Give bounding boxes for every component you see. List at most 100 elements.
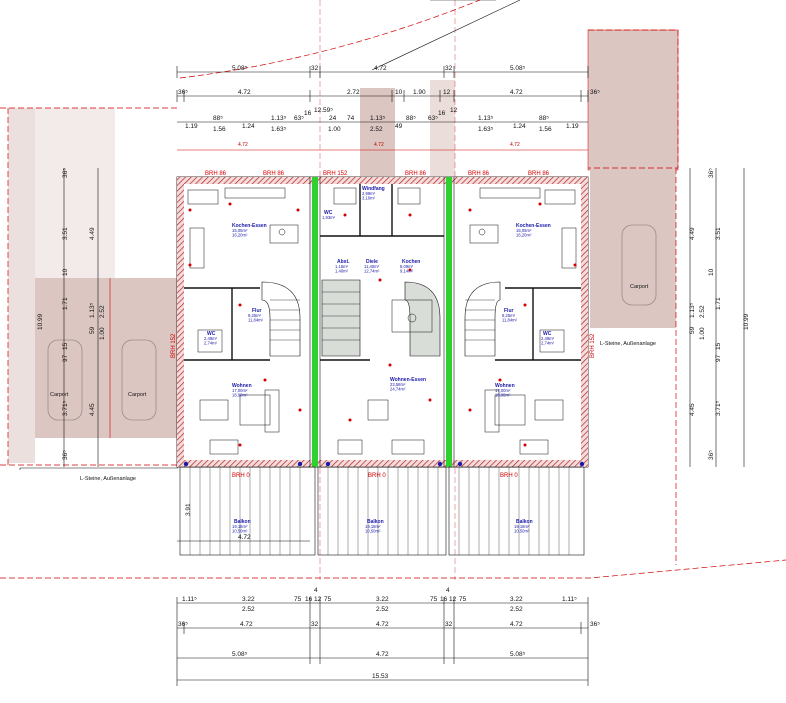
room-kochen-essen-l-sub: 16,20m² [232,233,248,238]
dim-top3-3: 1.13⁵ [271,115,287,122]
room-balkon-r-area: 19,18m² [514,524,530,529]
dim-top2-6: 4.72 [510,89,523,96]
dim-r-9: 1.00 [699,327,706,340]
bottom-dimension-lines [176,540,589,686]
room-balkon-l: Balkon [234,519,251,525]
dim-bot1-2: 75 [294,596,302,603]
room-wohnen-l: Wohnen [232,383,252,389]
dim-top2-0: 36⁵ [178,89,188,96]
room-wc-m: WC [324,210,333,216]
dim-l-7: 10.99 [37,313,44,330]
stair-mark-2: 4 [446,587,450,594]
dim-top3x-1: 12.59⁵ [314,107,333,114]
brh-side-2: BRH 152 [590,333,596,358]
dim-l-10: 15 [62,342,69,350]
dim-top3-6: 74 [347,115,355,122]
room-balkon-m: Balkon [367,519,384,525]
dim-bot1-8: 16 [440,596,448,603]
dim-r-11: 97 [715,354,722,362]
top-dimensions: 5.08⁵ 32 4.72 32 5.08⁵ 36⁵ 4.72 2.72 10 … [178,65,600,148]
room-balkon-r: Balkon [516,519,533,525]
room-wohnen-l-sub: 18,98m² [232,393,248,398]
dim-top2-3: 10 [395,89,403,96]
room-labels-left: Kochen-Essen 15,05m² 16,20m² Flur 9,25m²… [204,223,267,534]
dim-r-4: 1.71 [715,297,722,310]
dim-l-6: 2.52 [99,305,106,318]
dim-r-7: 10.99 [743,313,750,330]
dim-l-9: 1.00 [99,327,106,340]
room-wc-r-sub: 2,74m² [541,341,555,346]
dim-top2-5: 12 [443,89,451,96]
dim-bot1-6: 3.22 [376,596,389,603]
stair-mark-1: 4 [314,587,318,594]
room-flur-l-sub: 11,84m² [248,318,264,323]
furniture [187,187,577,455]
dim-top1-4: 5.08⁵ [510,65,526,72]
dim-top1-3: 32 [445,65,453,72]
room-kochen-m-area: 8,09m² [400,264,414,269]
bottom-dimensions: 1.11⁵ 3.22 75 16 12 75 3.22 75 16 12 75 … [178,503,600,680]
brh-top-5: BRH 86 [468,171,490,177]
dim-l-2: 4.49 [89,227,96,240]
room-flur-r-sub: 11,84m² [502,318,518,323]
dim-top3-12: 1.24 [513,123,526,130]
dim-bot2-5: 4.72 [510,621,523,628]
dim-l-0: 36⁵ [62,168,69,178]
room-wohnen-l-area: 17,00m² [232,388,248,393]
dim-top3-5: 24 [329,115,337,122]
dim-l-12: 3.71⁵ [62,400,69,416]
left-side-dimensions: 36⁵ 3.51 4.49 10 1.71 1.13⁵ 2.52 10.99 5… [37,168,106,460]
room-kochen-essen-r-area: 15,05m² [516,228,532,233]
room-labels-mid: Windfang 2,99m² 3,10m² WC 1,93m² Abst. 1… [322,186,426,534]
brh-top-1: BRH 86 [205,171,227,177]
dim-top3-9: 88⁵ [406,115,416,122]
dim-top3-8: 49 [395,123,403,130]
dim-top3-4: 63⁵ [294,115,304,122]
room-flur-l: Flur [252,308,261,314]
dim-l-11: 97 [62,354,69,362]
dim-top3x-0: 16 [304,110,312,117]
dim-bot2-4: 32 [445,621,453,628]
dim-bot1-3: 16 [305,596,313,603]
room-labels-right: Kochen-Essen 15,05m² 16,20m² Flur 9,25m²… [495,223,555,534]
dim-bot1-9: 12 [449,596,457,603]
dim-r-13: 3.71⁵ [715,400,722,416]
dim-topin-0: 4.72 [238,142,248,148]
dim-bot1-1: 3.22 [242,596,255,603]
dim-r-5: 1.13⁵ [689,302,696,318]
electrical-symbols [188,202,577,447]
dim-bot1-0: 1.11⁵ [182,596,197,603]
room-balkon-m-sub: 10,50m² [365,529,381,534]
site-notes: L-Steine, Außenanlage L-Steine, Außenanl… [19,341,656,482]
room-balkon-l-sub: 10,50m² [232,529,248,534]
dim-top3b-0: 1.56 [213,126,226,133]
room-diele: Diele [366,259,378,265]
dim-bot3-0: 5.08⁵ [232,651,248,658]
building-walls [176,176,589,468]
dim-bot1b-0: 2.52 [242,606,255,613]
balconies [179,466,585,556]
dim-bot2-6: 36⁵ [590,621,600,628]
dim-top3b-5: 1.56 [539,126,552,133]
dim-top3b-3: 2.52 [370,126,383,133]
dim-top3b-4: 1.63⁵ [478,126,494,133]
dim-top3b-1: 1.63⁵ [271,126,287,133]
room-wc-l-area: 2,49m² [204,336,218,341]
brh-top-4: BRH 86 [405,171,427,177]
room-wohnen-essen-area: 23,58m² [390,382,406,387]
room-diele-area: 11,40m² [364,264,380,269]
room-wc-r: WC [543,331,552,337]
room-wohnen-r-sub: 18,98m² [495,393,511,398]
brh-side-1: BRH 152 [171,333,177,358]
right-side-dimensions: 36⁵ 4.49 3.51 10 1.71 1.13⁵ 2.52 10.99 5… [689,168,750,460]
room-balkon-r-sub: 10,50m² [514,529,530,534]
dim-bot1-5: 75 [324,596,332,603]
dim-l-4: 1.71 [62,297,69,310]
room-kochen-essen-r: Kochen-Essen [516,223,551,229]
brh-top-2: BRH 86 [263,171,285,177]
brh-bottom-3: BRH 0 [500,473,518,479]
room-abst-sub: 1,40m² [335,269,349,274]
dim-l-8: 59 [89,326,96,334]
dim-bot3-2: 5.08⁵ [510,651,526,658]
